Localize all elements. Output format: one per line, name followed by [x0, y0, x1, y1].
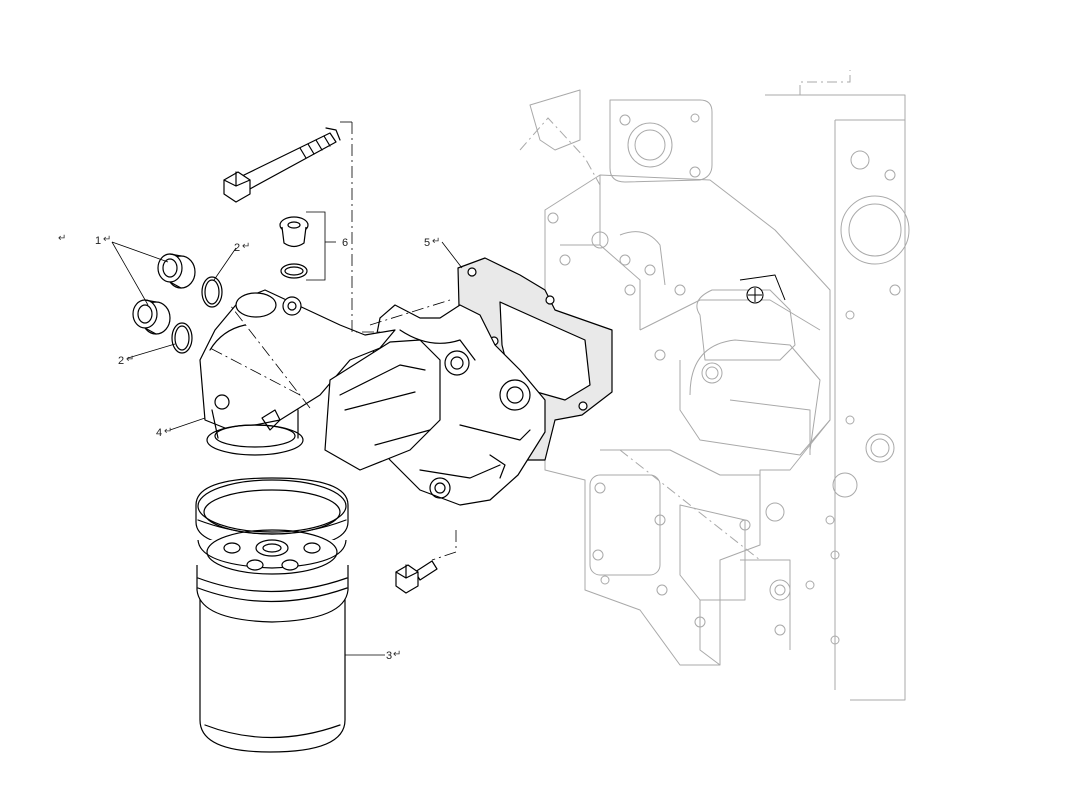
callout-2b-return: ↵ — [126, 354, 134, 365]
callout-4-return: ↵ — [164, 426, 172, 437]
oil-filter-cartridge — [195, 477, 349, 753]
callout-3-number: 3 — [386, 650, 392, 662]
callout-2b: 2 ↵ — [118, 354, 134, 367]
callout-4-number: 4 — [156, 427, 162, 439]
long-bolt — [223, 127, 341, 203]
plug-lower — [132, 299, 171, 335]
filter-head-housing — [199, 289, 441, 471]
callout-5-return: ↵ — [432, 236, 440, 247]
callout-6: 6 — [342, 237, 348, 249]
callout-2a-number: 2 — [234, 242, 240, 254]
callout-3-return: ↵ — [393, 649, 401, 660]
engine-block-phantom — [519, 70, 910, 701]
leader-lines — [111, 121, 463, 656]
o-ring-upper — [201, 276, 223, 308]
callout-5-number: 5 — [424, 237, 430, 249]
short-bolt — [395, 560, 438, 594]
plug-upper — [157, 253, 196, 289]
plug-with-seal — [279, 216, 309, 279]
return-mark: ↵ — [58, 233, 66, 244]
callout-5: 5 ↵ — [424, 236, 440, 249]
callout-1: 1 ↵ — [95, 234, 111, 247]
callout-1-return: ↵ — [103, 234, 111, 245]
callout-6-number: 6 — [342, 237, 348, 249]
callout-2a: 2 ↵ — [234, 241, 250, 254]
callout-3: 3 ↵ — [386, 649, 401, 662]
callout-1-number: 1 — [95, 235, 101, 247]
callout-6-bracket — [306, 211, 326, 281]
callout-4: 4 ↵ — [156, 426, 172, 439]
o-ring-lower — [171, 322, 193, 354]
callout-2b-number: 2 — [118, 355, 124, 367]
callout-2a-return: ↵ — [242, 241, 250, 252]
